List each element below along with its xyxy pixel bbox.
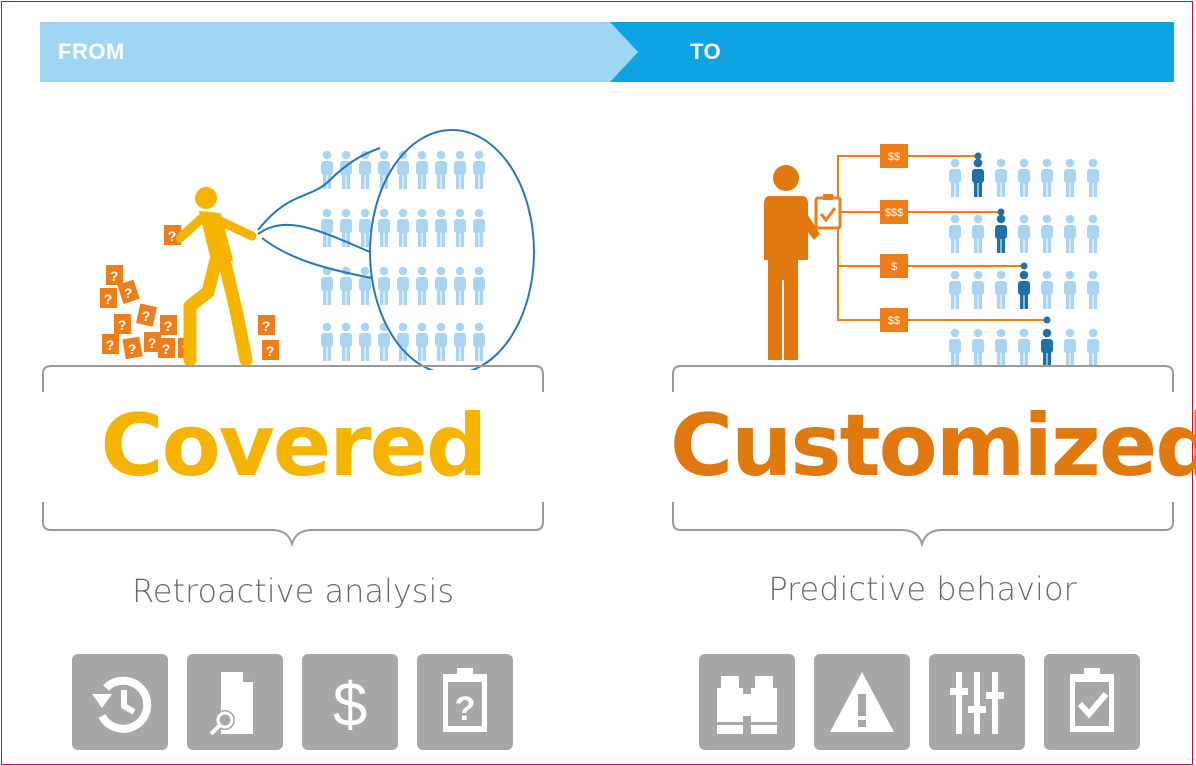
warning-icon xyxy=(814,654,910,750)
svg-text:?: ? xyxy=(164,318,173,334)
clipboard-question-icon: ? xyxy=(417,654,513,750)
covered-brace xyxy=(42,365,544,548)
svg-text:?: ? xyxy=(142,308,151,324)
price-tag-label: $$ xyxy=(888,315,900,327)
svg-text:?: ? xyxy=(162,341,171,357)
orange-figure xyxy=(764,165,820,360)
svg-text:?: ? xyxy=(124,285,133,301)
predictive-caption: Predictive behavior xyxy=(768,570,1077,608)
connectors xyxy=(837,155,1047,321)
svg-text:?: ? xyxy=(266,343,275,359)
svg-text:?: ? xyxy=(168,228,177,244)
svg-text:$: $ xyxy=(333,671,367,740)
history-icon xyxy=(72,654,168,750)
svg-text:?: ? xyxy=(104,291,113,307)
binoculars-icon xyxy=(699,654,795,750)
price-tag-label: $$$ xyxy=(885,207,903,219)
price-tags xyxy=(880,144,908,332)
targeted-customers xyxy=(972,158,1053,367)
document-search-icon xyxy=(187,654,283,750)
banner-arrow xyxy=(40,22,1174,82)
crowd xyxy=(321,150,485,361)
clipboard-held xyxy=(814,194,842,230)
retroactive-caption: Retroactive analysis xyxy=(131,572,455,610)
price-tag-label: $$ xyxy=(888,151,900,163)
sliders-icon xyxy=(929,654,1025,750)
covered-illustration: ? ? ? ? ? ? ? ? ? ? ? ? ? ? xyxy=(100,129,535,370)
from-label: FROM xyxy=(58,39,125,64)
svg-text:?: ? xyxy=(110,268,119,284)
dollar-icon: $ xyxy=(302,654,398,750)
svg-text:?: ? xyxy=(106,337,115,353)
svg-text:?: ? xyxy=(455,690,476,728)
clipboard-check-icon xyxy=(1044,654,1140,750)
customized-illustration: $$ $$$ $ $$ xyxy=(764,144,1099,367)
svg-text:?: ? xyxy=(128,341,137,357)
customized-title: Customized xyxy=(670,396,1196,496)
from-to-banner: FROM TO xyxy=(40,22,1174,82)
lasso xyxy=(257,129,535,370)
price-tag-label: $ xyxy=(891,261,897,273)
to-label: TO xyxy=(690,39,722,64)
svg-text:?: ? xyxy=(148,335,157,351)
svg-text:?: ? xyxy=(262,318,271,334)
covered-title: Covered xyxy=(100,396,488,496)
svg-text:?: ? xyxy=(118,317,127,333)
customized-brace xyxy=(672,365,1174,548)
yellow-figure xyxy=(175,187,257,367)
